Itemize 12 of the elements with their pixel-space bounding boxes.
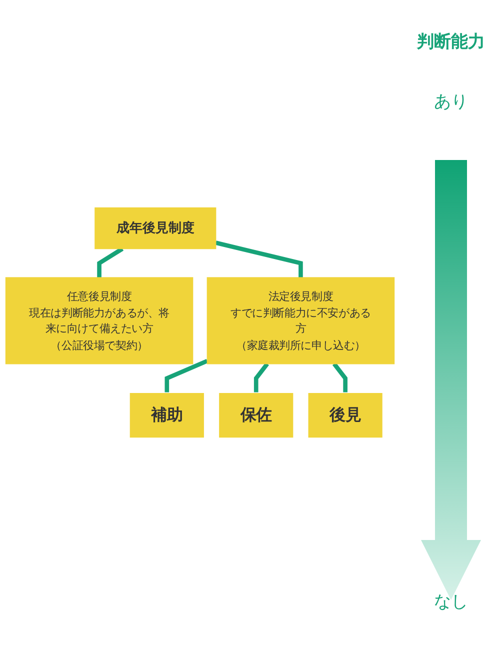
- axis-title: 判断能力: [416, 31, 486, 53]
- connector: [97, 246, 124, 278]
- connector: [164, 358, 208, 392]
- node-box: 法定後見制度 すでに判断能力に不安がある方 （家庭裁判所に申し込む）: [206, 276, 395, 364]
- scale-label: あり: [433, 91, 469, 113]
- node-box: 任意後見制度 現在は判断能力があるが、将来に向けて備えたい方 （公証役場で契約）: [5, 276, 194, 364]
- connector: [215, 240, 303, 278]
- node-box: 後見: [308, 392, 384, 438]
- connector: [332, 362, 348, 392]
- connector: [254, 362, 269, 392]
- scale-label: なし: [433, 591, 469, 613]
- node-box: 成年後見制度: [94, 207, 216, 249]
